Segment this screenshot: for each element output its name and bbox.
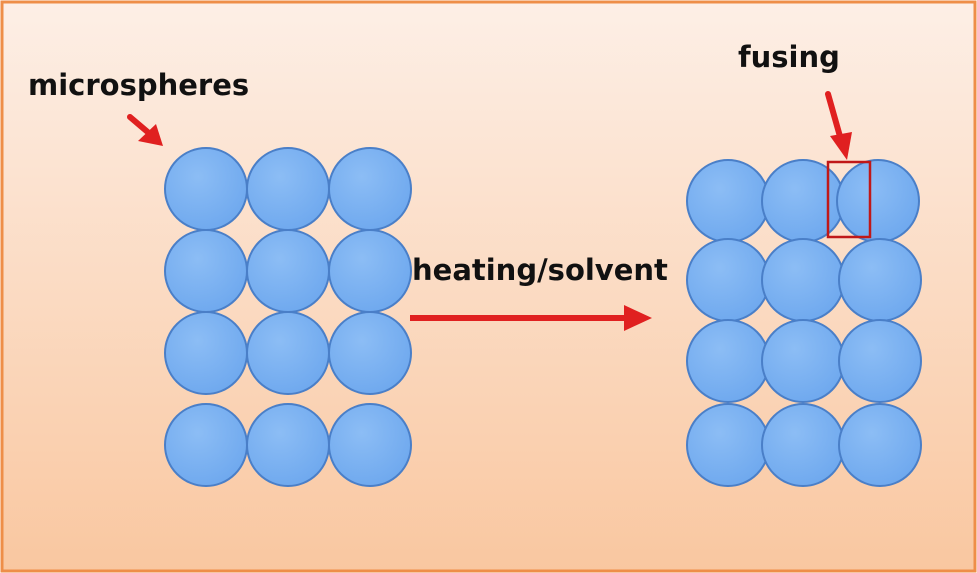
microsphere-before-r1-c2 xyxy=(246,147,330,231)
microsphere-after-r4-c2 xyxy=(761,403,845,487)
process-label: heating/solvent xyxy=(412,253,668,287)
microsphere-before-r3-c3 xyxy=(328,311,412,395)
microsphere-after-r2-c2 xyxy=(761,238,845,322)
microsphere-before-r2-c2 xyxy=(246,229,330,313)
microspheres-arrowhead xyxy=(138,124,163,146)
microspheres-arrow xyxy=(127,114,153,137)
fusing-highlight-box xyxy=(826,160,872,239)
microsphere-after-r4-c3 xyxy=(838,403,922,487)
microsphere-after-r3-c3 xyxy=(838,319,922,403)
microsphere-before-r3-c2 xyxy=(246,311,330,395)
microsphere-after-r2-c3 xyxy=(838,238,922,322)
fusing-arrow xyxy=(825,91,844,143)
microsphere-grid-after xyxy=(686,159,922,487)
microspheres-label: microspheres xyxy=(28,68,249,102)
microsphere-before-r2-c3 xyxy=(328,229,412,313)
microsphere-after-r2-c1 xyxy=(686,238,770,322)
microsphere-after-r3-c2 xyxy=(761,319,845,403)
process-arrowhead xyxy=(624,305,652,331)
microsphere-before-r4-c3 xyxy=(328,403,412,487)
microsphere-before-r4-c2 xyxy=(246,403,330,487)
microsphere-after-r1-c2 xyxy=(761,159,845,243)
microsphere-before-r3-c1 xyxy=(164,311,248,395)
microsphere-grid-before xyxy=(164,147,412,487)
fusing-arrowhead xyxy=(830,132,852,160)
microsphere-before-r1-c3 xyxy=(328,147,412,231)
microsphere-after-r1-c1 xyxy=(686,159,770,243)
microsphere-before-r2-c1 xyxy=(164,229,248,313)
microsphere-after-r3-c1 xyxy=(686,319,770,403)
microsphere-after-r1-c3 xyxy=(836,159,920,243)
microsphere-after-r4-c1 xyxy=(686,403,770,487)
microsphere-before-r1-c1 xyxy=(164,147,248,231)
fusing-label: fusing xyxy=(738,40,840,74)
microsphere-before-r4-c1 xyxy=(164,403,248,487)
